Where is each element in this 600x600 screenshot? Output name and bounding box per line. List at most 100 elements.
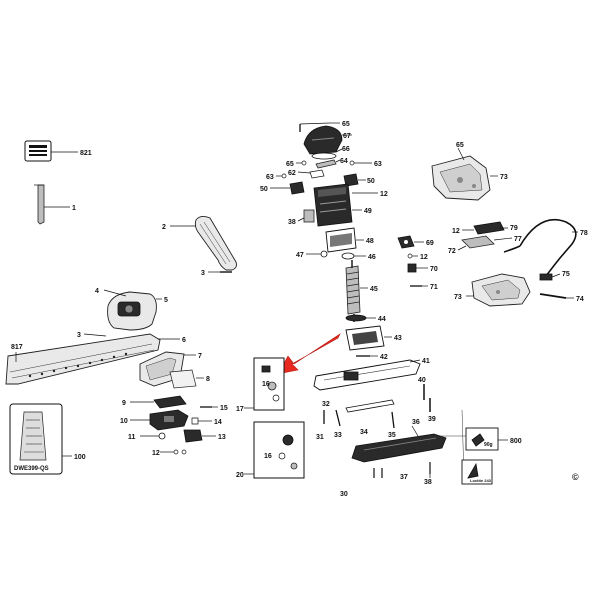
screws-37-38 (373, 462, 431, 478)
label-5: 5 (164, 297, 168, 304)
base-plate-36 (351, 425, 447, 463)
label-70: 70 (430, 266, 438, 273)
label-47: 47 (296, 252, 304, 259)
label-30: 30 (340, 491, 348, 498)
label-800: 800 (510, 438, 522, 445)
label-65b: 65 (286, 161, 294, 168)
plug-75 (539, 273, 561, 281)
label-14: 14 (214, 419, 222, 426)
label-72: 72 (448, 248, 456, 255)
label-65a: 65 (342, 121, 350, 128)
label-7: 7 (198, 353, 202, 360)
label-63a: 63 (374, 161, 382, 168)
spring-64 (296, 159, 341, 169)
screw-63b-62 (276, 169, 325, 179)
label-32: 32 (322, 401, 330, 408)
label-12d: 12 (420, 254, 428, 261)
kit-box-100 (9, 403, 72, 475)
part-70 (407, 253, 428, 273)
spring-74 (539, 293, 574, 299)
label-64: 64 (340, 158, 348, 165)
stator-48 (325, 227, 364, 253)
housing-half-73b (466, 273, 531, 307)
gasket-66 (311, 148, 343, 160)
label-34: 34 (360, 429, 368, 436)
handle-2 (170, 215, 237, 271)
label-71: 71 (430, 284, 438, 291)
cable-78 (503, 218, 578, 277)
label-16b: 16 (264, 453, 272, 460)
label-36: 36 (412, 419, 420, 426)
label-43: 43 (394, 335, 402, 342)
label-49: 49 (364, 208, 372, 215)
label-16a: 16 (262, 381, 270, 388)
label-65c: 65 (456, 142, 464, 149)
label-20: 20 (236, 472, 244, 479)
cap-67 (303, 125, 352, 155)
bracket-9 (130, 395, 187, 409)
label-38: 38 (288, 219, 296, 226)
label-3b: 3 (77, 332, 81, 339)
manual-821 (24, 140, 78, 162)
label-821: 821 (80, 150, 92, 157)
label-3a: 3 (201, 270, 205, 277)
lever-72-77 (457, 235, 513, 251)
screw-14 (191, 417, 212, 425)
label-31: 31 (316, 434, 324, 441)
label-46: 46 (368, 254, 376, 261)
screw-63a (349, 160, 372, 166)
label-2: 2 (162, 224, 166, 231)
label-8 (169, 369, 204, 389)
label-1: 1 (72, 205, 76, 212)
nut-11 (140, 432, 166, 440)
hex-key-1 (34, 184, 70, 225)
label-74: 74 (576, 296, 584, 303)
label-75: 75 (562, 271, 570, 278)
screws-12b (160, 449, 187, 455)
label-78: 78 (580, 230, 588, 237)
label-12c: 12 (452, 228, 460, 235)
label-11: 11 (128, 434, 136, 441)
label-15: 15 (220, 405, 228, 412)
housing-half-73a (431, 147, 498, 201)
label-42: 42 (380, 354, 388, 361)
label-50a: 50 (260, 186, 268, 193)
label-40: 40 (418, 377, 426, 384)
label-35: 35 (388, 432, 396, 439)
label-38b: 38 (424, 479, 432, 486)
label-41: 41 (422, 358, 430, 365)
label-817: 817 (11, 344, 23, 351)
label-50b: 50 (367, 178, 375, 185)
label-45: 45 (370, 286, 378, 293)
label-77: 77 (514, 236, 522, 243)
label-33: 33 (334, 432, 342, 439)
label-12a: 12 (380, 191, 388, 198)
label-6: 6 (182, 337, 186, 344)
rod-40-39 (423, 384, 431, 412)
label-12b: 12 (152, 450, 160, 457)
part-69 (397, 235, 424, 249)
label-9: 9 (122, 400, 126, 407)
label-62: 62 (288, 170, 296, 177)
guide-rail-6 (5, 333, 180, 385)
switch-79 (462, 221, 508, 235)
label-10: 10 (120, 418, 128, 425)
bearing-47-46 (306, 250, 366, 260)
label-73b: 73 (454, 294, 462, 301)
rods-32-35 (323, 399, 395, 429)
label-79: 79 (510, 225, 518, 232)
label-37: 37 (400, 474, 408, 481)
screw-65a (299, 122, 340, 132)
label-4: 4 (95, 288, 99, 295)
brush-50 (270, 173, 366, 195)
blade-41 (313, 359, 421, 391)
holder-10 (130, 409, 189, 431)
armature-45 (345, 260, 368, 322)
loctite-label: Loctite 243 (470, 478, 492, 483)
label-44: 44 (378, 316, 386, 323)
grease-label: 90g (484, 442, 493, 448)
label-48: 48 (366, 238, 374, 245)
clip-13 (183, 429, 216, 443)
loctite-box (461, 459, 493, 485)
